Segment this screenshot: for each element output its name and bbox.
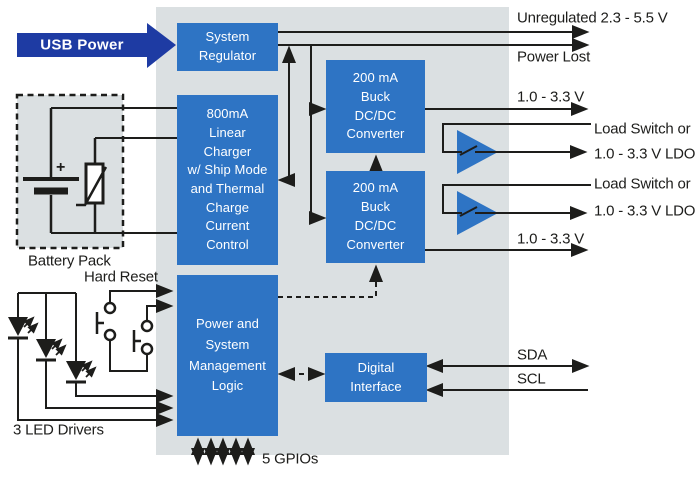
led-1-icon	[8, 316, 174, 427]
gpio-arrows	[191, 437, 255, 466]
block-buck-converter-1: 200 mA Buck DC/DC Converter	[326, 60, 425, 153]
wire-node-to-buck2	[309, 45, 327, 225]
push-button-1-icon	[103, 301, 117, 315]
thermistor-icon	[76, 138, 108, 233]
scl-label: SCL	[517, 370, 546, 388]
load-switch-2-label: Load Switch or	[594, 175, 691, 193]
block-digital-interface: Digital Interface	[325, 353, 427, 402]
buck2-output-label: 1.0 - 3.3 V	[517, 230, 585, 248]
led-drivers-label: 3 LED Drivers	[13, 421, 104, 439]
load-switch-1-label: Load Switch or	[594, 120, 691, 138]
battery-pack-label: Battery Pack	[28, 252, 111, 270]
block-buck-converter-2: 200 mA Buck DC/DC Converter	[326, 171, 425, 263]
gpios-label: 5 GPIOs	[262, 450, 319, 468]
battery-icon: +	[23, 108, 79, 233]
hard-reset-buttons	[95, 284, 174, 372]
load-switch-1-icon	[442, 123, 591, 174]
load-switch-2-icon	[442, 184, 591, 235]
block-power-management-logic: Power and System Management Logic	[177, 275, 278, 436]
unregulated-output-label: Unregulated 2.3 - 5.5 V	[517, 9, 668, 27]
block-system-regulator: System Regulator	[177, 23, 278, 71]
usb-power-label: USB Power	[40, 36, 124, 54]
led-3-icon	[66, 360, 174, 403]
usb-power-arrow	[17, 23, 176, 68]
sda-label: SDA	[517, 346, 548, 364]
block-linear-charger: 800mA Linear Charger w/ Ship Mode and Th…	[177, 95, 278, 265]
battery-pack-box	[15, 93, 125, 250]
ldo-1-label: 1.0 - 3.3 V LDO	[594, 145, 696, 163]
power-lost-label: Power Lost	[517, 48, 591, 66]
led-drivers-icons	[8, 292, 174, 427]
buck1-output-label: 1.0 - 3.3 V	[517, 88, 585, 106]
push-button-2-icon	[140, 319, 154, 333]
battery-plus-sign: +	[56, 159, 65, 176]
battery-to-charger-wires	[51, 107, 177, 234]
ldo-2-label: 1.0 - 3.3 V LDO	[594, 202, 696, 220]
hard-reset-label: Hard Reset	[84, 268, 158, 286]
dashed-pm-to-buck2	[278, 264, 383, 298]
led-2-icon	[36, 338, 174, 415]
